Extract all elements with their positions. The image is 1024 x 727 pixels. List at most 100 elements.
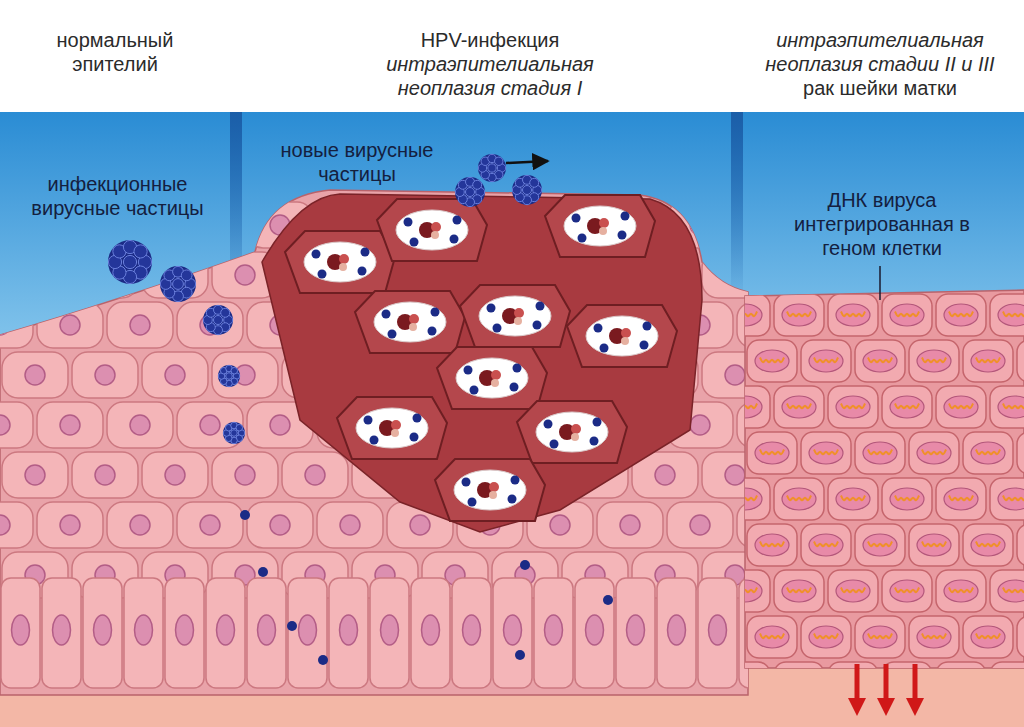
cell-nucleus xyxy=(422,615,440,645)
cancer-cells xyxy=(720,294,1024,704)
cell-nucleus xyxy=(545,615,563,645)
cancer-cell xyxy=(720,386,770,428)
viral-dna xyxy=(895,404,919,409)
cell-nucleus xyxy=(235,265,255,285)
cell-nucleus xyxy=(782,304,816,326)
squamous-cell xyxy=(142,252,208,298)
virus-particle xyxy=(223,422,245,444)
viral-dna xyxy=(841,404,865,409)
cell-nucleus xyxy=(431,231,439,239)
squamous-cell xyxy=(177,402,243,448)
viral-dna xyxy=(814,634,838,639)
viral-dna xyxy=(814,542,838,547)
basal-cell xyxy=(534,578,573,688)
squamous-cell xyxy=(72,452,138,498)
viral-dna xyxy=(1003,404,1024,409)
cell-nucleus xyxy=(94,615,112,645)
virion xyxy=(578,234,587,243)
cell-nucleus xyxy=(165,365,185,385)
basal-cell xyxy=(616,578,655,688)
cell-nucleus xyxy=(725,465,745,485)
cell-nucleus xyxy=(95,465,115,485)
release-arrow xyxy=(506,161,548,163)
cancer-cell xyxy=(963,524,1013,566)
viral-dna xyxy=(787,496,811,501)
cancer-cell xyxy=(801,616,851,658)
cell-nucleus xyxy=(971,626,1005,648)
virion xyxy=(536,302,545,311)
virion xyxy=(413,414,422,423)
viral-dna xyxy=(841,496,865,501)
cancer-cell xyxy=(963,432,1013,474)
cancer-cell xyxy=(747,616,797,658)
squamous-cell xyxy=(247,502,313,548)
virion xyxy=(603,595,613,605)
basal-cell xyxy=(329,578,368,688)
cell-nucleus xyxy=(130,515,150,535)
cell-nucleus xyxy=(95,365,115,385)
virion xyxy=(410,433,419,442)
cancer-cell xyxy=(963,616,1013,658)
cell-nucleus xyxy=(504,615,522,645)
viral-dna xyxy=(1003,496,1024,501)
basal-cell xyxy=(698,578,737,688)
viral-dna xyxy=(922,450,946,455)
squamous-cell xyxy=(142,452,208,498)
cancer-cell xyxy=(747,524,797,566)
cell-nucleus xyxy=(728,488,762,510)
cell-nucleus xyxy=(836,304,870,326)
invasion-arrowhead xyxy=(848,698,866,716)
perinuclear-halo xyxy=(586,316,658,356)
cell-nucleus xyxy=(165,465,185,485)
annotation: инфекционные вирусные частицы xyxy=(5,172,230,220)
cell-nucleus xyxy=(339,263,347,271)
invasion-arrow xyxy=(855,664,860,700)
cancer-cell xyxy=(855,432,905,474)
virion xyxy=(511,476,520,485)
cell-nucleus xyxy=(890,672,924,694)
cancer-cell xyxy=(882,386,932,428)
cell-nucleus xyxy=(944,304,978,326)
cell-nucleus xyxy=(690,215,710,235)
cancer-cell xyxy=(774,662,824,704)
invasion-arrow xyxy=(913,664,918,700)
koilocyte xyxy=(545,195,655,257)
viral-dna xyxy=(733,680,757,685)
basal-cell xyxy=(452,578,491,688)
viral-dna xyxy=(976,358,1000,363)
cell-nucleus xyxy=(200,515,220,535)
cell-nucleus xyxy=(391,429,399,437)
virion xyxy=(510,383,519,392)
virion xyxy=(318,655,328,665)
basal-cell xyxy=(575,578,614,688)
cell-nucleus xyxy=(217,615,235,645)
basal-cell xyxy=(247,578,286,688)
virion xyxy=(318,270,327,279)
koilocyte xyxy=(355,291,465,353)
virion xyxy=(544,420,553,429)
cell-nucleus xyxy=(489,491,497,499)
cancer-cell xyxy=(936,386,986,428)
squamous-cell xyxy=(72,352,138,398)
cancer-cell xyxy=(936,478,986,520)
cell-nucleus xyxy=(836,672,870,694)
viral-dna xyxy=(868,634,892,639)
cancer-cell xyxy=(990,662,1024,704)
cell-nucleus xyxy=(690,515,710,535)
cancer-cell xyxy=(828,294,878,336)
koilocyte xyxy=(377,199,487,261)
virion xyxy=(240,510,250,520)
cancer-cell xyxy=(909,524,959,566)
viral-dna xyxy=(976,450,1000,455)
perinuclear-halo xyxy=(304,242,376,282)
virion xyxy=(364,416,373,425)
squamous-cell xyxy=(107,302,173,348)
cancer-cell xyxy=(828,662,878,704)
cell-nucleus xyxy=(0,515,10,535)
cell-nucleus xyxy=(200,415,220,435)
viral-dna xyxy=(814,450,838,455)
viral-dna xyxy=(895,312,919,317)
cell-nucleus xyxy=(944,580,978,602)
virus-particle xyxy=(512,175,542,205)
cell-nucleus xyxy=(809,626,843,648)
